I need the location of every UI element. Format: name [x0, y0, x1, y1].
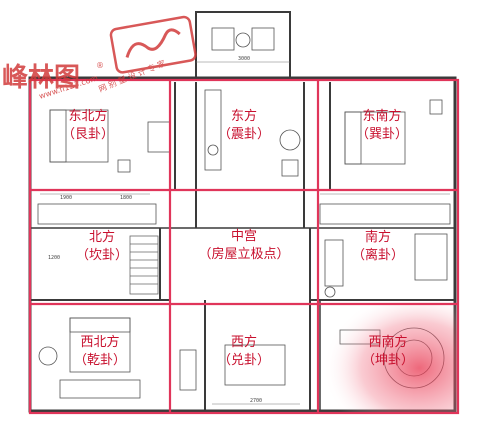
zone-sw-trigram: （坤卦） — [362, 353, 414, 368]
zone-e-name: 东方 — [231, 108, 257, 124]
zone-ne-trigram: （艮卦） — [62, 127, 114, 142]
dim-ne-wardrobe-2: 1800 — [120, 195, 132, 201]
dim-ne-wardrobe: 1900 — [60, 195, 72, 201]
zone-center-name: 中宫 — [231, 229, 257, 244]
zone-e-trigram: （震卦） — [218, 127, 270, 142]
zone-labels: 东北方 （艮卦） 东方 （震卦） 东南方 （巽卦） 北方 （坎卦） 中宫 （房屋… — [62, 108, 414, 368]
zone-n-trigram: （坎卦） — [76, 248, 128, 263]
zone-center-note: （房屋立极点） — [198, 246, 289, 262]
southwest-highlight — [320, 302, 458, 412]
zone-s-name: 南方 — [365, 229, 391, 245]
zone-ne-name: 东北方 — [68, 108, 107, 124]
dimension-lines — [40, 61, 450, 405]
zone-nw-trigram: （乾卦） — [74, 353, 126, 368]
dim-balcony: 3000 — [238, 56, 250, 62]
zone-w-name: 西方 — [231, 334, 257, 350]
watermark-brand: 峰林图 — [2, 63, 80, 93]
brand-watermark: 峰林图 ® www.fl123.com 网 别 墅 设 计 专 家 — [2, 15, 197, 101]
zone-se-name: 东南方 — [362, 108, 401, 124]
zone-sw-name: 西南方 — [368, 334, 407, 350]
zone-n-name: 北方 — [89, 229, 115, 245]
watermark-registered: ® — [96, 61, 104, 70]
dim-west: 2700 — [250, 398, 262, 404]
watermark-slogan: 网 别 墅 设 计 专 家 — [97, 58, 167, 94]
watermark-seal — [109, 15, 197, 74]
dim-north: 1200 — [48, 255, 60, 261]
zone-s-trigram: （离卦） — [352, 247, 404, 263]
zone-w-trigram: （兑卦） — [218, 353, 270, 368]
bagua-grid — [28, 78, 460, 415]
zone-nw-name: 西北方 — [80, 334, 119, 350]
zone-se-trigram: （巽卦） — [356, 127, 408, 142]
